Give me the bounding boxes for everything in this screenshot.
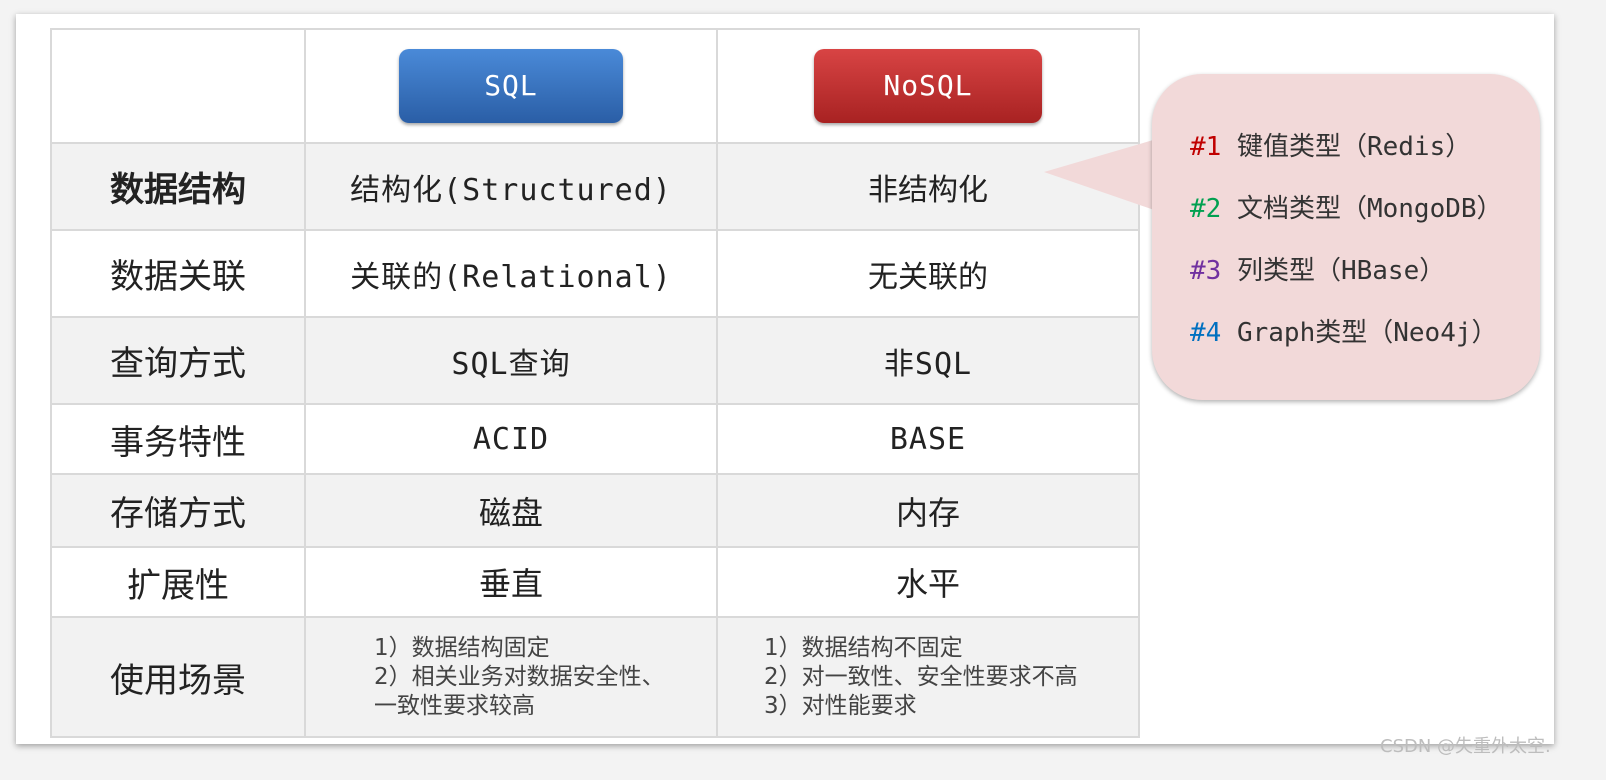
callout-item-number: #3	[1190, 256, 1222, 286]
table-row: 查询方式 SQL查询 非SQL	[50, 316, 1140, 405]
sql-value: 磁盘	[304, 473, 718, 548]
nosql-scenario-line: 3）对性能要求	[764, 692, 917, 719]
row-label: 使用场景	[50, 616, 306, 738]
comparison-table: SQL NoSQL 数据结构 结构化(Structured) 非结构化 数据关联…	[50, 28, 1140, 738]
callout-item-text: 列类型（HBase）	[1236, 256, 1446, 286]
callout-item-text: 文档类型（MongoDB）	[1236, 194, 1503, 224]
sql-header-badge: SQL	[399, 49, 623, 123]
table-row: 数据结构 结构化(Structured) 非结构化	[50, 142, 1140, 231]
nosql-value: 非结构化	[716, 142, 1140, 231]
watermark: CSDN @失重外太空.	[1380, 736, 1551, 757]
callout-item: #4 Graph类型（Neo4j）	[1190, 312, 1498, 349]
corner-cell	[50, 28, 306, 144]
table-row: 事务特性 ACID BASE	[50, 403, 1140, 475]
table-row: 使用场景 1）数据结构固定 2）相关业务对数据安全性、 一致性要求较高 1）数据…	[50, 616, 1140, 738]
row-label: 存储方式	[50, 473, 306, 548]
sql-value: SQL查询	[304, 316, 718, 405]
sql-scenario-line: 一致性要求较高	[374, 692, 535, 719]
callout-item: #1 键值类型（Redis）	[1190, 126, 1471, 163]
callout-item-number: #2	[1190, 194, 1222, 224]
row-label: 数据关联	[50, 229, 306, 318]
row-label: 事务特性	[50, 403, 306, 475]
sql-value: 结构化(Structured)	[304, 142, 718, 231]
header-cell-nosql: NoSQL	[716, 28, 1140, 144]
nosql-value: 内存	[716, 473, 1140, 548]
sql-value: 垂直	[304, 546, 718, 618]
nosql-value: 非SQL	[716, 316, 1140, 405]
nosql-value: 水平	[716, 546, 1140, 618]
table-row: 存储方式 磁盘 内存	[50, 473, 1140, 548]
callout-item-number: #1	[1190, 132, 1222, 162]
table-row: 数据关联 关联的(Relational) 无关联的	[50, 229, 1140, 318]
nosql-value: 无关联的	[716, 229, 1140, 318]
table-row: 扩展性 垂直 水平	[50, 546, 1140, 618]
row-label: 扩展性	[50, 546, 306, 618]
sql-value: ACID	[304, 403, 718, 475]
header-row: SQL NoSQL	[50, 28, 1140, 144]
nosql-scenarios: 1）数据结构不固定 2）对一致性、安全性要求不高 3）对性能要求	[716, 616, 1140, 738]
row-label: 数据结构	[50, 142, 306, 231]
sql-scenarios: 1）数据结构固定 2）相关业务对数据安全性、 一致性要求较高	[304, 616, 718, 738]
callout-item: #3 列类型（HBase）	[1190, 250, 1445, 287]
sql-scenario-line: 1）数据结构固定	[374, 634, 550, 661]
sql-scenario-line: 2）相关业务对数据安全性、	[374, 663, 665, 690]
callout-item-text: 键值类型（Redis）	[1236, 132, 1472, 162]
nosql-types-callout: #1 键值类型（Redis） #2 文档类型（MongoDB） #3 列类型（H…	[1152, 74, 1540, 400]
callout-item-text: Graph类型（Neo4j）	[1236, 318, 1498, 348]
header-cell-sql: SQL	[304, 28, 718, 144]
nosql-scenario-line: 1）数据结构不固定	[764, 634, 963, 661]
nosql-header-badge: NoSQL	[814, 49, 1042, 123]
callout-item: #2 文档类型（MongoDB）	[1190, 188, 1503, 225]
sql-value: 关联的(Relational)	[304, 229, 718, 318]
nosql-value: BASE	[716, 403, 1140, 475]
nosql-scenario-line: 2）对一致性、安全性要求不高	[764, 663, 1078, 690]
callout-item-number: #4	[1190, 318, 1222, 348]
row-label: 查询方式	[50, 316, 306, 405]
callout-pointer	[1044, 138, 1160, 212]
